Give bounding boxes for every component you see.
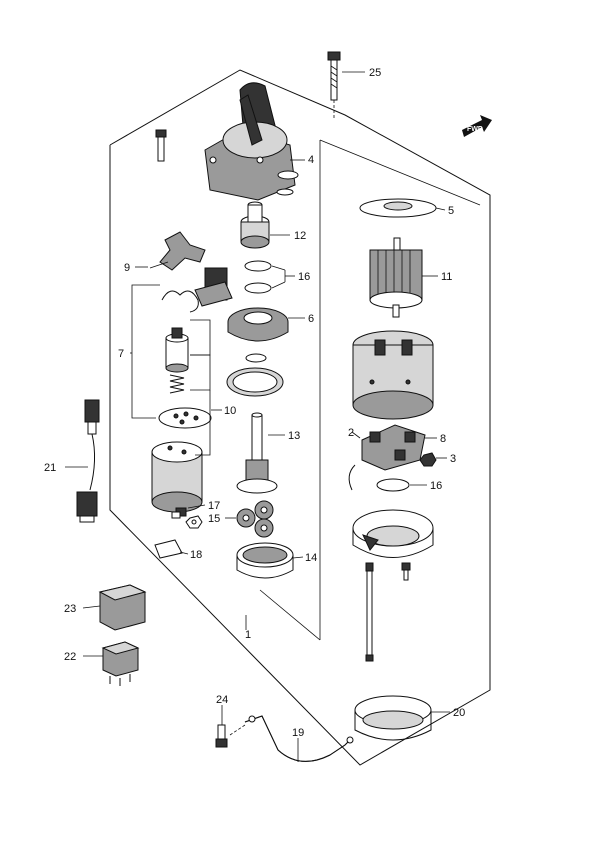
- solenoid-clip: [161, 290, 199, 313]
- callout-18: 18: [190, 549, 202, 561]
- end-cover: [352, 509, 434, 558]
- ring-gear-14: [236, 542, 294, 579]
- through-bolt: [365, 562, 374, 662]
- solenoid-body: [151, 441, 203, 513]
- plunger: [165, 327, 189, 373]
- callout-11: 11: [441, 271, 452, 283]
- callout-24: 24: [216, 694, 228, 706]
- forward-arrow-icon: FWD: [462, 115, 492, 137]
- gear-housing-6: [227, 307, 289, 342]
- callout-5: 5: [448, 205, 454, 217]
- end-plate-5: [359, 198, 437, 218]
- bracket: [194, 267, 233, 307]
- callout-6: 6: [308, 313, 314, 325]
- assembly-outline: [109, 69, 491, 766]
- callout-labels: 1 2 3 4 5 6 7 8 9 10 11 12 13 14 15 16 1…: [44, 67, 465, 739]
- relay-22: [101, 641, 140, 686]
- callout-19: 19: [292, 727, 304, 739]
- armature-11: [369, 237, 423, 318]
- callout-10: 10: [224, 405, 236, 417]
- strap-19: [244, 715, 354, 762]
- callout-1: 1: [245, 629, 251, 641]
- callout-17: 17: [208, 500, 220, 512]
- callout-4: 4: [308, 154, 314, 166]
- callout-23: 23: [64, 603, 76, 615]
- callout-16-lower: 16: [430, 480, 442, 492]
- callout-7: 7: [118, 348, 124, 360]
- gasket-ring: [226, 367, 284, 397]
- small-screw: [401, 562, 411, 581]
- plate-10: [158, 407, 212, 429]
- pinion-gear-12: [240, 201, 270, 249]
- callout-9: 9: [124, 262, 130, 274]
- callout-15: 15: [208, 513, 220, 525]
- band-20: [354, 695, 432, 741]
- leader-lines: [65, 71, 450, 762]
- callout-13: 13: [288, 430, 300, 442]
- relay-23: [98, 584, 147, 631]
- shift-lever-9: [149, 231, 206, 271]
- spring: [169, 374, 185, 394]
- yoke: [352, 330, 434, 420]
- screw-17: [171, 507, 187, 519]
- washers-top: [276, 170, 299, 196]
- nut-3: [419, 452, 437, 467]
- callout-25: 25: [369, 67, 381, 79]
- callout-22: 22: [64, 651, 76, 663]
- bracket-18: [154, 539, 183, 559]
- circlip-16-upper: [244, 260, 272, 294]
- callout-20: 20: [453, 707, 465, 719]
- bolt-24: [215, 724, 246, 748]
- callout-3: 3: [450, 453, 456, 465]
- planet-gears-15: [236, 500, 274, 538]
- washer-16-lower: [376, 478, 410, 492]
- brush-holder-8: [348, 424, 426, 491]
- washer-mid: [245, 353, 267, 363]
- callout-14: 14: [305, 552, 317, 564]
- callout-16-upper: 16: [298, 271, 310, 283]
- bolt-25: [327, 51, 341, 118]
- callout-2: 2: [348, 427, 354, 439]
- callout-12: 12: [294, 230, 306, 242]
- fwd-label: FWD: [467, 126, 483, 133]
- shaft-13: [236, 412, 278, 494]
- callout-8: 8: [440, 433, 446, 445]
- housing-4: [204, 82, 296, 201]
- wire-lead-21: [76, 399, 100, 523]
- nut: [185, 515, 203, 529]
- bolt-small-left: [155, 129, 167, 162]
- callout-21: 21: [44, 462, 56, 474]
